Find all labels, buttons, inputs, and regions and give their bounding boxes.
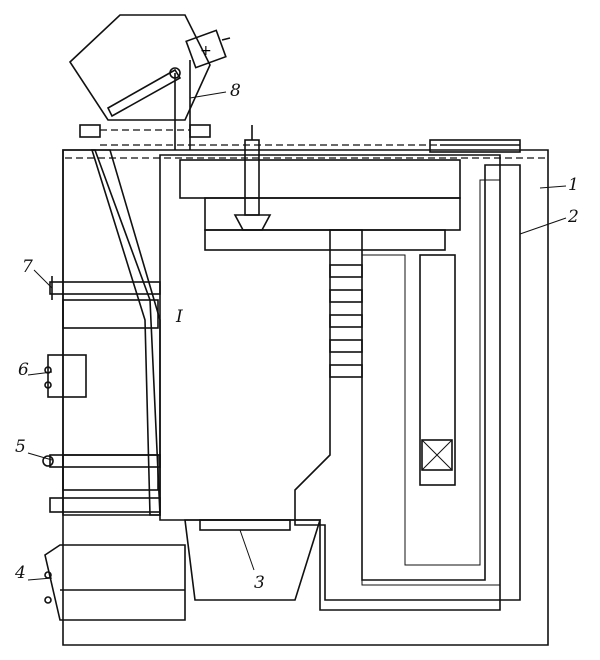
- hearth: [184, 519, 322, 601]
- roof-burner: [233, 125, 272, 231]
- inner-refractory-lining: [294, 164, 521, 601]
- furnace-roof: [65, 144, 545, 251]
- checker-bricks: [329, 254, 456, 486]
- flue-outlet: [429, 139, 521, 153]
- slag-door: [44, 544, 186, 621]
- leader-lines: [27, 91, 567, 581]
- viewing-port-6: [44, 354, 87, 398]
- label-3: 3: [254, 573, 265, 593]
- tuyere-5: [42, 454, 161, 513]
- label-5: 5: [15, 437, 26, 457]
- label-4: 4: [14, 563, 26, 583]
- label-8: 8: [230, 81, 241, 101]
- tuyere-7: [49, 276, 161, 300]
- label-chamber: I: [175, 307, 183, 327]
- outer-casing: [62, 149, 549, 646]
- drive-motor: +: [185, 29, 231, 69]
- charging-chute: [90, 149, 161, 516]
- label-6: 6: [18, 360, 29, 380]
- charging-hopper: [68, 14, 211, 150]
- label-2: 2: [567, 207, 579, 227]
- svg-text:+: +: [200, 43, 212, 59]
- label-1: 1: [568, 175, 579, 195]
- label-7: 7: [22, 257, 33, 277]
